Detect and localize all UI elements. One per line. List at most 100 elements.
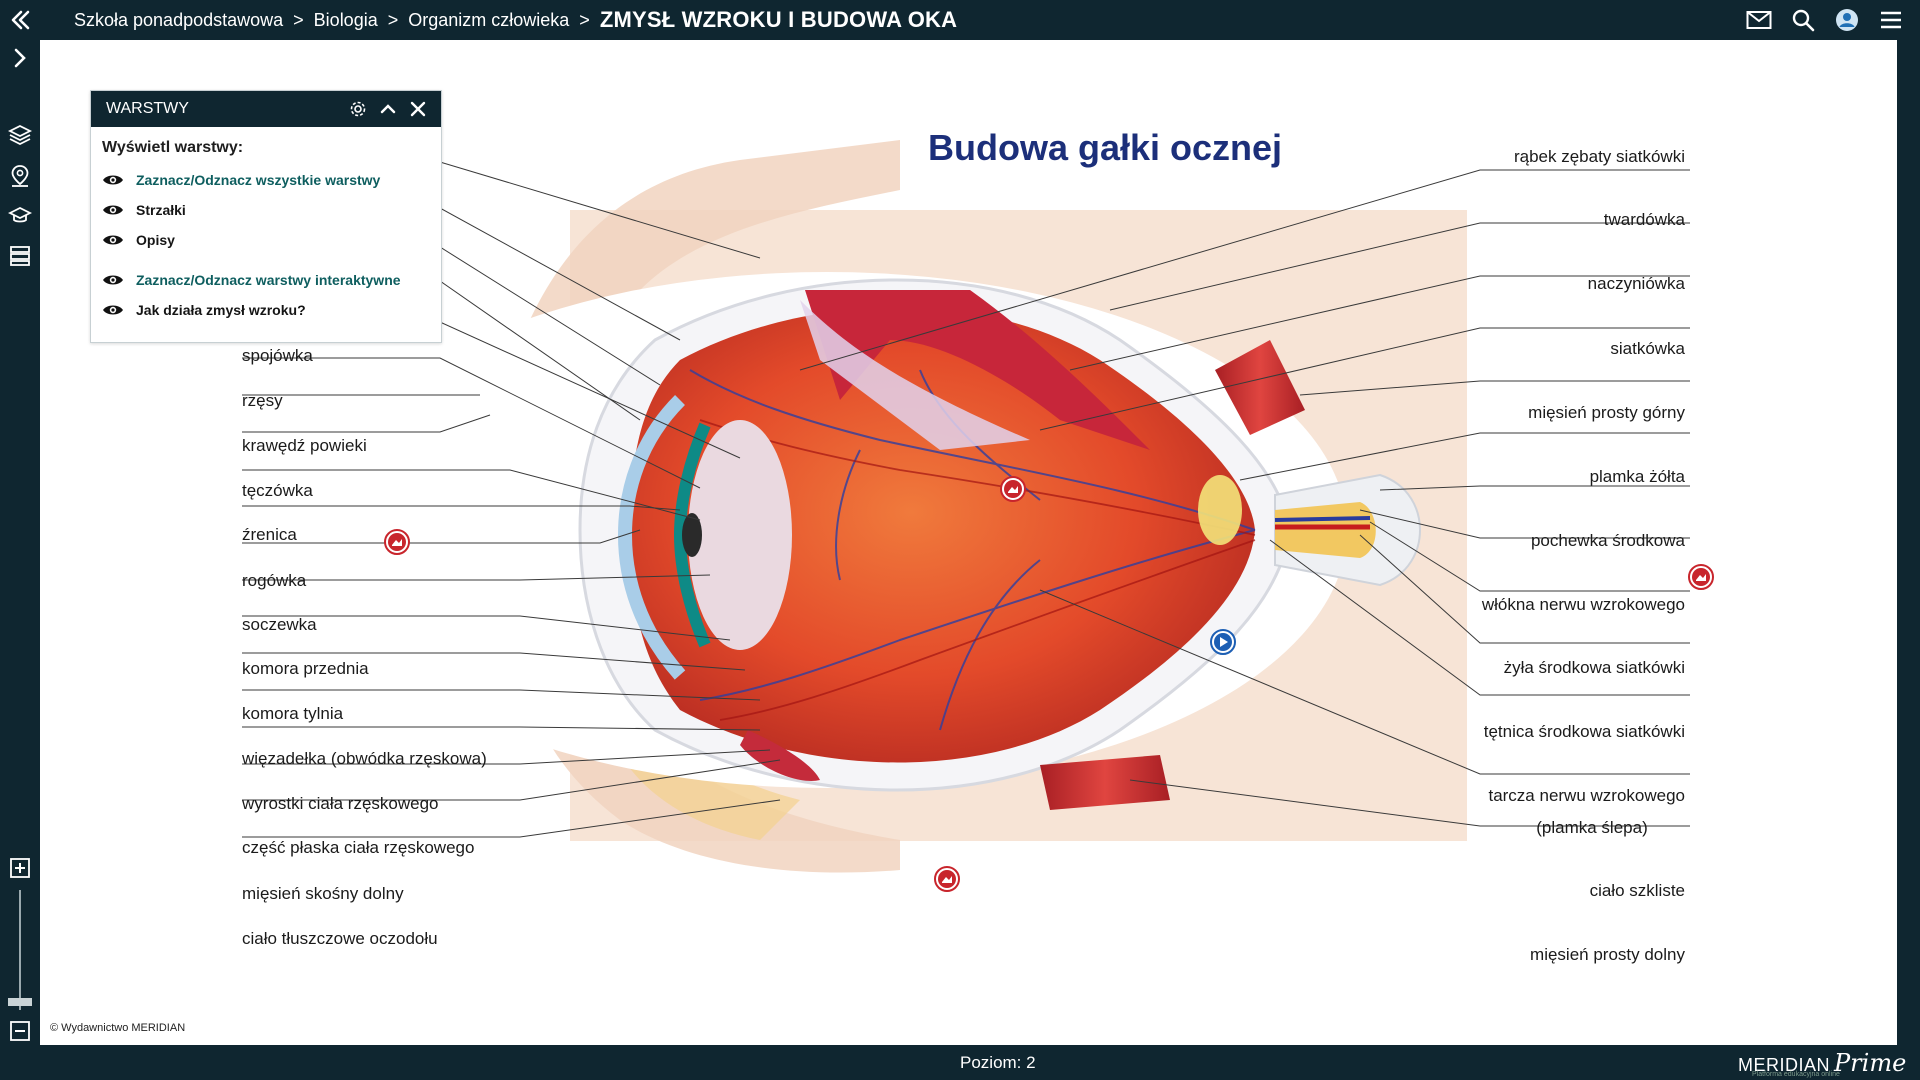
right-scroll-strip[interactable] — [1897, 40, 1920, 1045]
zoom-slider-track[interactable] — [19, 890, 21, 1010]
brand-accent: Prime — [1834, 1049, 1907, 1077]
level-indicator: Poziom: 2 — [960, 1053, 1036, 1072]
left-label: rzęsy — [242, 391, 283, 410]
optic-nerve — [1275, 502, 1376, 558]
gear-icon — [350, 101, 366, 117]
image-hotspot-icon — [392, 539, 402, 546]
brand-logo: MERIDIAN Prime — [1738, 1049, 1906, 1077]
search-icon — [1792, 9, 1815, 32]
right-label: (plamka ślepa) — [1536, 818, 1648, 837]
breadcrumb-item[interactable]: Biologia — [313, 9, 378, 30]
expand-sidebar-button[interactable] — [7, 45, 33, 71]
breadcrumb-item[interactable]: Organizm człowieka — [408, 9, 570, 30]
left-label: krawędź powieki — [242, 436, 367, 455]
user-icon — [1836, 9, 1858, 31]
left-label: ciało tłuszczowe oczodołu — [242, 929, 438, 948]
zoom-in-button[interactable] — [7, 855, 33, 881]
left-label: mięsień skośny dolny — [242, 884, 404, 903]
right-label: plamka żółta — [1590, 467, 1686, 486]
right-label: włókna nerwu wzrokowego — [1481, 595, 1685, 614]
right-label: naczyniówka — [1588, 274, 1686, 293]
lens — [688, 420, 792, 650]
right-label: tętnica środkowa siatkówki — [1484, 722, 1685, 741]
left-sidebar — [0, 40, 40, 1045]
eye-diagram: Budowa gałki ocznej — [241, 127, 1714, 964]
layer-label: Zaznacz/Odznacz wszystkie warstwy — [136, 172, 381, 188]
diagram-canvas[interactable]: Budowa gałki ocznej — [40, 40, 1897, 1045]
central-vein — [1274, 516, 1371, 522]
list-button[interactable] — [7, 243, 33, 269]
course-button[interactable] — [7, 203, 33, 229]
layer-toggle[interactable]: Strzałki — [102, 199, 186, 221]
layer-toggle[interactable]: Opisy — [102, 229, 175, 251]
zoom-out-button[interactable] — [7, 1018, 33, 1044]
left-label: część płaska ciała rzęskowego — [242, 838, 474, 857]
menu-button[interactable] — [1878, 7, 1904, 33]
left-label: więzadełka (obwódka rzęskowa) — [241, 749, 487, 768]
page-title: ZMYSŁ WZROKU I BUDOWA OKA — [599, 7, 958, 32]
superior-rectus-muscle — [1215, 340, 1305, 435]
left-label: wyrostki ciała rzęskowego — [241, 794, 439, 813]
copyright: © Wydawnictwo MERIDIAN — [50, 1022, 186, 1034]
layer-label: Jak działa zmysł wzroku? — [136, 302, 306, 318]
macula — [1198, 475, 1242, 545]
collapse-panel-button[interactable] — [379, 100, 397, 118]
image-hotspot[interactable] — [1688, 564, 1714, 590]
breadcrumb-item[interactable]: Szkoła ponadpodstawowa — [74, 9, 284, 30]
right-label: siatkówka — [1610, 339, 1685, 358]
close-panel-button[interactable] — [409, 100, 427, 118]
breadcrumb-separator: > — [387, 9, 399, 30]
layers-panel-title: WARSTWY — [106, 100, 189, 117]
eye-icon — [103, 205, 123, 215]
zoom-slider-thumb[interactable] — [8, 998, 32, 1006]
chevron-up-icon — [380, 104, 396, 114]
layers-panel-header: WARSTWY — [91, 91, 441, 127]
settings-button[interactable] — [349, 100, 367, 118]
back-button[interactable] — [0, 0, 40, 40]
layer-toggle[interactable]: Jak działa zmysł wzroku? — [102, 299, 306, 321]
inferior-rectus-muscle — [1040, 755, 1170, 810]
top-icons — [1746, 0, 1920, 40]
bottom-bar: Poziom: 2 MERIDIAN Prime Platforma eduka… — [0, 1045, 1920, 1080]
image-hotspot[interactable] — [934, 866, 960, 892]
right-label: mięsień prosty górny — [1528, 403, 1685, 422]
breadcrumb-separator: > — [579, 9, 590, 30]
left-label: źrenica — [242, 525, 297, 544]
mail-button[interactable] — [1746, 7, 1772, 33]
layers-panel-controls — [349, 91, 427, 127]
layer-toggle[interactable]: Zaznacz/Odznacz wszystkie warstwy — [102, 169, 380, 191]
pupil — [682, 513, 702, 557]
right-label: ciało szkliste — [1590, 881, 1685, 900]
image-hotspot-icon — [942, 876, 952, 883]
search-button[interactable] — [1790, 7, 1816, 33]
layers-button[interactable] — [7, 122, 33, 148]
layers-heading: Wyświetl warstwy: — [102, 139, 244, 156]
top-bar: Szkoła ponadpodstawowa > Biologia > Orga… — [0, 0, 1920, 40]
map-pin-button[interactable] — [7, 163, 33, 189]
zoom-out-icon — [10, 1021, 30, 1041]
iris — [673, 422, 711, 648]
play-hotspot[interactable] — [1210, 629, 1236, 655]
layers-panel: WARSTWY Wyświetl warstwy: Zaznacz/Odznac… — [90, 90, 442, 343]
brand-tagline: Platforma edukacyjna online — [1752, 1071, 1840, 1078]
menu-icon — [1881, 11, 1901, 29]
left-label: komora tylnia — [242, 704, 344, 723]
user-button[interactable] — [1834, 7, 1860, 33]
breadcrumb: Szkoła ponadpodstawowa > Biologia > Orga… — [74, 7, 957, 33]
right-labels: rąbek zębaty siatkówkitwardówkanaczyniów… — [1481, 147, 1686, 964]
left-label: spojówka — [242, 346, 313, 365]
eye-icon — [103, 305, 123, 315]
diagram-title: Budowa gałki ocznej — [928, 127, 1282, 168]
inferior-oblique-muscle — [740, 730, 820, 781]
close-icon — [410, 101, 426, 117]
image-hotspot[interactable] — [384, 529, 410, 555]
layer-label: Opisy — [136, 232, 175, 248]
layer-toggle[interactable]: Zaznacz/Odznacz warstwy interaktywne — [102, 269, 401, 291]
graduation-cap-icon — [8, 206, 32, 223]
eye-icon — [103, 175, 123, 185]
mail-icon — [1746, 11, 1772, 29]
image-hotspot[interactable] — [1000, 476, 1026, 502]
right-label: mięsień prosty dolny — [1530, 945, 1685, 964]
right-label: żyła środkowa siatkówki — [1504, 658, 1685, 677]
